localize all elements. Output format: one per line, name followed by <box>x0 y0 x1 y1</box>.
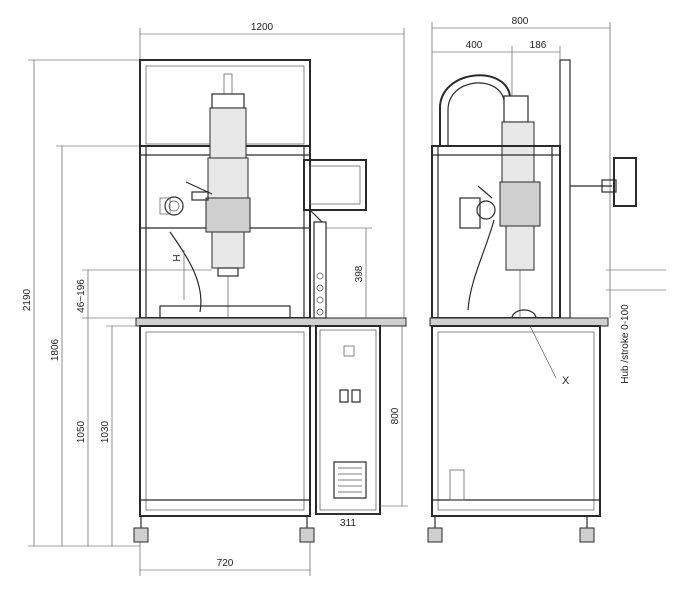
dim-1030: 1030 <box>100 420 111 443</box>
dim-1050: 1050 <box>76 420 87 443</box>
dimension-lines <box>28 22 666 576</box>
dim-720: 720 <box>217 558 234 569</box>
stroke-label: Hub /stroke 0-100 <box>620 304 631 384</box>
height-label-h: H <box>172 254 183 261</box>
dim-1200: 1200 <box>251 22 274 33</box>
dim-400: 400 <box>466 40 483 51</box>
detail-label-x: X <box>562 375 570 387</box>
dim-311: 311 <box>340 518 356 529</box>
side-view <box>427 59 637 543</box>
dim-1806: 1806 <box>50 338 61 361</box>
dim-46-196: 46~196 <box>76 279 87 313</box>
dim-2190: 2190 <box>22 288 33 311</box>
dimension-labels: 1200 800 400 186 2190 1806 46~196 1050 1… <box>22 16 631 569</box>
dim-186: 186 <box>530 40 547 51</box>
dim-800-cabinet: 800 <box>390 407 401 424</box>
dim-398: 398 <box>354 265 365 282</box>
front-view <box>133 59 407 543</box>
dim-800-top: 800 <box>512 16 529 27</box>
